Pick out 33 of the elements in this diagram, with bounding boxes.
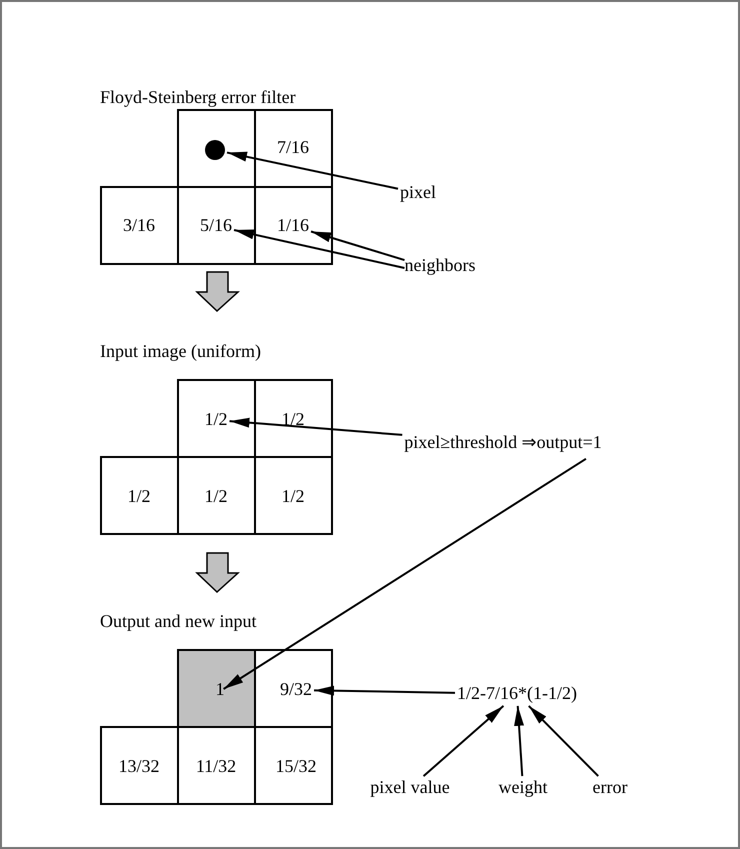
callout-text: pixel value (370, 778, 450, 798)
cell-value: 1/2 (204, 410, 228, 430)
cell-value: 1/2 (204, 487, 228, 507)
cell-value: 1/16 (277, 216, 309, 236)
cell-value: 1/2 (282, 487, 304, 507)
arrow (223, 458, 586, 690)
cell-value: 13/32 (118, 757, 160, 777)
cell-value: 9/32 (280, 680, 312, 700)
arrow (314, 686, 456, 696)
callout-text: weight (498, 778, 548, 798)
arrow (310, 230, 405, 262)
section-heading: Floyd-Steinberg error filter (100, 88, 296, 108)
callout-text: pixel≥threshold ⇒output=1 (404, 433, 602, 453)
cell-value: 1 (216, 680, 224, 700)
arrow (229, 418, 402, 436)
arrow (226, 152, 398, 190)
arrow (234, 229, 405, 269)
cell-value: 11/32 (196, 757, 236, 777)
arrow (528, 705, 599, 777)
callout-text: pixel (400, 183, 436, 203)
arrow (422, 705, 504, 777)
cell-value: 5/16 (200, 216, 232, 236)
cell-value: 1/2 (128, 487, 150, 507)
section-heading: Input image (uniform) (100, 342, 261, 362)
cell-value: 1/2 (282, 410, 304, 430)
arrow (514, 706, 524, 776)
callout-text: error (592, 778, 628, 798)
callout-text: 1/2-7/16*(1-1/2) (457, 684, 577, 704)
cell-value: 7/16 (277, 138, 309, 158)
cell-value: 15/32 (276, 757, 316, 777)
callout-text: neighbors (404, 256, 476, 276)
cell-value: 3/16 (123, 216, 155, 236)
section-heading: Output and new input (100, 612, 256, 632)
